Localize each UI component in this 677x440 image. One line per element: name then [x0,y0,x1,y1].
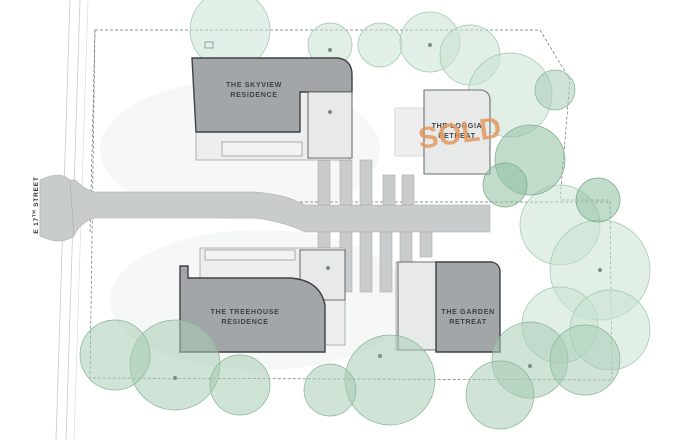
tree-canopy [575,177,621,223]
driveway [39,159,491,293]
skyview-label-line1: THE SKYVIEW [226,80,282,89]
tree-canopy [344,334,436,426]
tree-canopy [534,69,576,111]
skyview-residence[interactable]: THE SKYVIEW RESIDENCE [191,57,353,161]
garden-roof [435,261,501,353]
skyview-label-line2: RESIDENCE [230,90,277,99]
treehouse-label-line1: THE TREEHOUSE [211,307,280,316]
trees-front [79,43,621,430]
garden-label-line2: RETREAT [449,317,487,326]
tree-canopy [209,354,271,416]
tree-canopy [79,319,151,391]
tree-canopy [482,162,528,208]
treehouse-roof [179,265,326,353]
street-name: E 17 [33,217,40,234]
loggia-retreat[interactable]: THE LOGGIA RETREAT SOLD [394,89,503,175]
tree-canopy [357,22,403,68]
street-word: STREET [33,176,40,206]
treehouse-pool [204,249,296,261]
skyview-deck [307,91,353,159]
skyview-roof [191,57,353,133]
treehouse-residence[interactable]: THE TREEHOUSE RESIDENCE [179,247,346,353]
loggia-roof [423,89,491,175]
svg-text:E 17TH STREET: E 17TH STREET [32,176,41,233]
tree-canopy [303,363,357,417]
garden-label-line1: THE GARDEN [441,307,495,316]
loggia-label-line1: THE LOGGIA [432,121,483,130]
garden-retreat[interactable]: THE GARDEN RETREAT [395,261,501,353]
tree-canopy [465,360,535,430]
street-label: E 17TH STREET [32,176,41,233]
treehouse-label-line2: RESIDENCE [221,317,268,326]
utility-marker [204,41,214,49]
tree-canopy [549,324,621,396]
street-suffix: TH [32,209,37,217]
skyview-pool [221,141,303,157]
lot-divider [89,29,96,233]
loggia-label-line2: RETREAT [438,131,476,140]
